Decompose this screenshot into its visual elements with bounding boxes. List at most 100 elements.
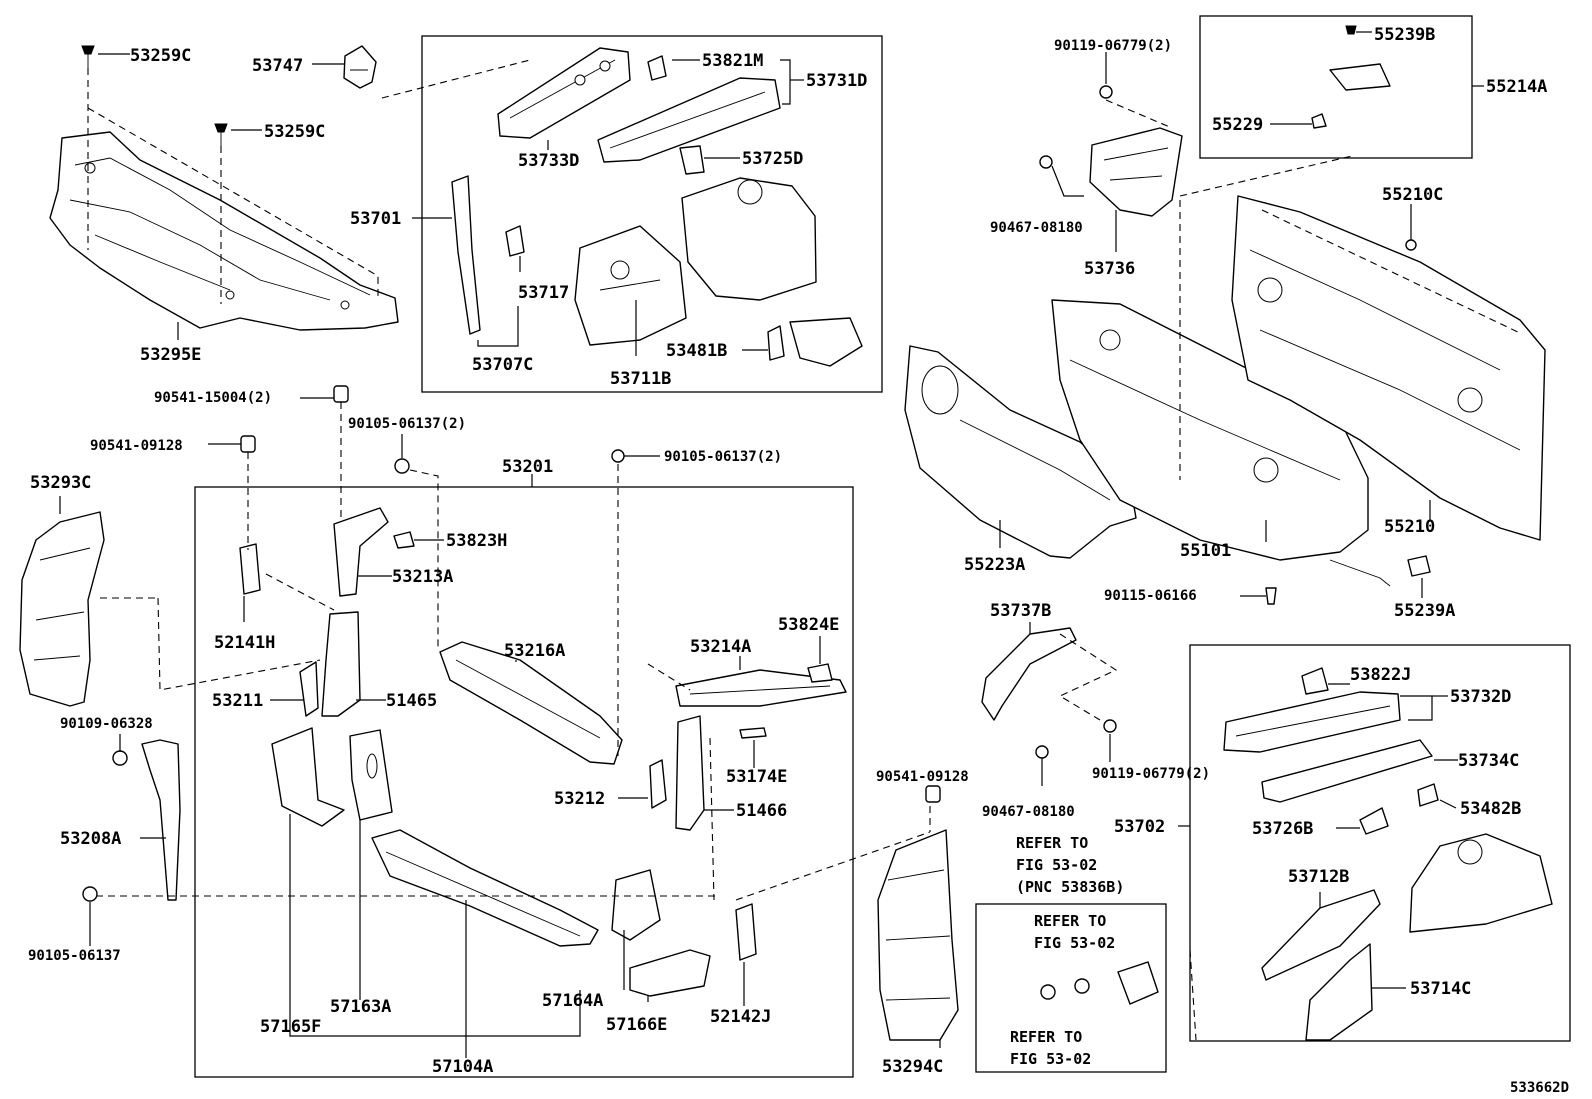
label-53732D: 53732D xyxy=(1450,687,1511,707)
label-53737B: 53737B xyxy=(990,601,1051,621)
part-53731D-rail xyxy=(597,77,781,163)
fastener-90119-06779-b xyxy=(1103,719,1117,733)
fastener-90541-09128-b xyxy=(925,785,941,803)
part-53737B-seal xyxy=(981,627,1077,721)
label-52141H: 52141H xyxy=(214,633,275,653)
fastener-90467-08180-b xyxy=(1035,745,1049,759)
part-53821M-clip xyxy=(647,55,667,81)
part-53725D-bracket xyxy=(679,145,705,175)
part-53211-bracket xyxy=(299,661,319,717)
label-57104A: 57104A xyxy=(432,1057,493,1077)
part-51465-support xyxy=(321,611,361,717)
label-53711B: 53711B xyxy=(610,369,671,389)
part-53174E-pad xyxy=(739,727,767,739)
fastener-90119-06779-a xyxy=(1099,85,1113,99)
label-53211: 53211 xyxy=(212,691,263,711)
label-57164A: 57164A xyxy=(542,991,603,1011)
part-55101-dash-panel xyxy=(1051,299,1391,587)
part-53213A-bracket xyxy=(333,507,389,597)
label-55239B: 55239B xyxy=(1374,25,1435,45)
label-53734C: 53734C xyxy=(1458,751,1519,771)
label-52142J: 52142J xyxy=(710,1007,771,1027)
part-53214A-rail xyxy=(675,669,847,707)
part-55210-insulator xyxy=(1231,195,1546,541)
label-53717: 53717 xyxy=(518,283,569,303)
refer-box xyxy=(975,903,1167,1073)
label-90109-06328: 90109-06328 xyxy=(60,716,153,732)
part-53293C-seal xyxy=(19,511,105,707)
part-53481B-bracket xyxy=(767,317,863,367)
group-box-55214A xyxy=(1199,15,1473,159)
label-90119-06779-b: 90119-06779(2) xyxy=(1092,766,1210,782)
label-55223A: 55223A xyxy=(964,555,1025,575)
clip-55210C xyxy=(1405,239,1417,251)
label-53733D: 53733D xyxy=(518,151,579,171)
part-refer-bolt-and-bracket xyxy=(1040,961,1159,1005)
note-refer-box-top-line2: FIG 53-02 xyxy=(1034,934,1115,952)
label-53726B: 53726B xyxy=(1252,819,1313,839)
illustration-id: 533662D xyxy=(1510,1080,1569,1096)
label-90119-06779-a: 90119-06779(2) xyxy=(1054,38,1172,54)
refer-notes: REFER TO FIG 53-02 (PNC 53836B) REFER TO… xyxy=(1010,834,1124,1068)
note-refer-main-line3: (PNC 53836B) xyxy=(1016,878,1124,896)
note-refer-box-bottom-line1: REFER TO xyxy=(1010,1028,1082,1046)
group-box-53702 xyxy=(1189,644,1571,1042)
part-51466-support xyxy=(675,715,705,831)
part-number-labels: 53259C 53747 53259C 53295E 53821M 53731D… xyxy=(28,25,1547,1077)
fastener-90105-06137-b xyxy=(611,449,625,463)
part-55214A-bracket xyxy=(1311,25,1391,129)
fastener-90541-15004 xyxy=(333,385,349,403)
label-53736: 53736 xyxy=(1084,259,1135,279)
part-53747-bracket xyxy=(343,45,377,89)
fastener-90105-06137-a xyxy=(394,458,410,474)
note-refer-main-line2: FIG 53-02 xyxy=(1016,856,1097,874)
part-55223A-silencer xyxy=(904,345,1137,559)
part-53707C-brace xyxy=(451,175,481,335)
label-57165F: 57165F xyxy=(260,1017,321,1037)
label-53701: 53701 xyxy=(350,209,401,229)
part-53736-duct xyxy=(1089,127,1183,217)
note-refer-box-top-line1: REFER TO xyxy=(1034,912,1106,930)
label-53821M: 53821M xyxy=(702,51,763,71)
part-53734C-rail xyxy=(1261,739,1433,803)
label-53731D: 53731D xyxy=(806,71,867,91)
label-53712B: 53712B xyxy=(1288,867,1349,887)
label-53482B: 53482B xyxy=(1460,799,1521,819)
label-53823H: 53823H xyxy=(446,531,507,551)
part-53294C-seal xyxy=(877,829,959,1041)
label-53293C: 53293C xyxy=(30,473,91,493)
label-53481B: 53481B xyxy=(666,341,727,361)
label-53259C-a: 53259C xyxy=(130,46,191,66)
part-53212-bracket xyxy=(649,759,667,809)
clip-53259C-a xyxy=(81,45,95,68)
label-53714C: 53714C xyxy=(1410,979,1471,999)
label-51465: 51465 xyxy=(386,691,437,711)
label-53707C: 53707C xyxy=(472,355,533,375)
note-refer-box-bottom-line2: FIG 53-02 xyxy=(1010,1050,1091,1068)
part-53711B-apron xyxy=(574,177,817,346)
part-53732D-rail xyxy=(1223,691,1401,753)
label-90105-06137-a: 90105-06137(2) xyxy=(348,416,466,432)
part-57104A-lower-rail xyxy=(371,829,599,947)
label-53725D: 53725D xyxy=(742,149,803,169)
label-53702: 53702 xyxy=(1114,817,1165,837)
assembly-dashed-lines xyxy=(87,59,1523,1041)
part-53823H-clip xyxy=(393,531,415,549)
part-53295E-panel xyxy=(49,131,399,331)
label-51466: 51466 xyxy=(736,801,787,821)
fastener-90109-06328 xyxy=(112,750,128,766)
label-53822J: 53822J xyxy=(1350,665,1411,685)
label-55210: 55210 xyxy=(1384,517,1435,537)
label-90467-08180-a: 90467-08180 xyxy=(990,220,1083,236)
label-55229: 55229 xyxy=(1212,115,1263,135)
label-90541-09128-a: 90541-09128 xyxy=(90,438,183,454)
label-53214A: 53214A xyxy=(690,637,751,657)
note-refer-main-line1: REFER TO xyxy=(1016,834,1088,852)
clip-55239A xyxy=(1407,555,1431,577)
clip-53259C-b xyxy=(214,123,228,146)
label-55214A: 55214A xyxy=(1486,77,1547,97)
part-53733D-rail xyxy=(497,47,631,139)
fastener-90541-09128-a xyxy=(240,435,256,453)
label-53213A: 53213A xyxy=(392,567,453,587)
